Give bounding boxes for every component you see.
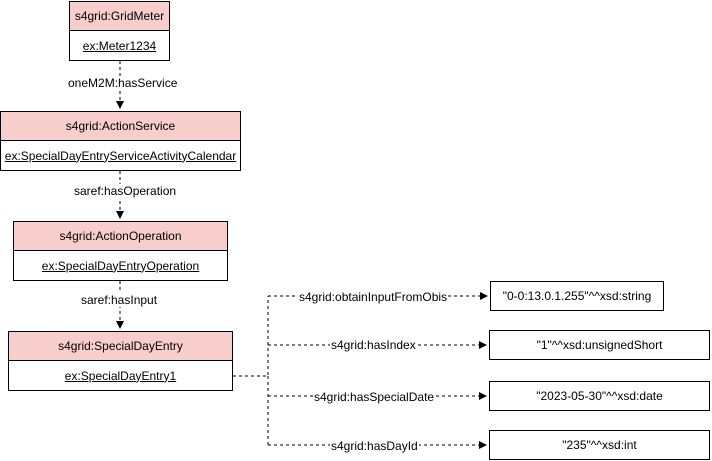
edge-trunk	[233, 296, 269, 445]
label-has-day-id: s4grid:hasDayId	[330, 439, 419, 453]
node-grid-meter: s4grid:GridMeter ex:Meter1234	[69, 1, 170, 61]
label-has-input: saref:hasInput	[80, 293, 159, 307]
literal-day-id: "235"^^xsd:int	[489, 430, 710, 460]
label-has-operation: saref:hasOperation	[73, 184, 178, 198]
class-label: s4grid:ActionService	[1, 112, 240, 141]
literal-special-date: "2023-05-30"^^xsd:date	[489, 381, 710, 411]
label-obtain-input-from-obis: s4grid:obtainInputFromObis	[298, 290, 449, 304]
instance-label: ex:SpecialDayEntryOperation	[41, 258, 200, 273]
label-has-special-date: s4grid:hasSpecialDate	[313, 390, 436, 404]
node-action-service: s4grid:ActionService ex:SpecialDayEntryS…	[0, 111, 241, 171]
class-label: s4grid:GridMeter	[70, 2, 169, 31]
literal-obis: "0-0:13.0.1.255"^^xsd:string	[490, 281, 664, 311]
instance-label: ex:SpecialDayEntry1	[64, 368, 177, 383]
label-has-service: oneM2M:hasService	[67, 76, 179, 90]
class-label: s4grid:ActionOperation	[14, 222, 227, 251]
instance-label: ex:Meter1234	[82, 38, 157, 53]
literal-index: "1"^^xsd:unsignedShort	[489, 330, 710, 360]
node-special-day-entry: s4grid:SpecialDayEntry ex:SpecialDayEntr…	[8, 331, 233, 391]
label-has-index: s4grid:hasIndex	[330, 338, 417, 352]
instance-label: ex:SpecialDayEntryServiceActivityCalenda…	[4, 148, 237, 163]
class-label: s4grid:SpecialDayEntry	[9, 332, 232, 361]
node-action-operation: s4grid:ActionOperation ex:SpecialDayEntr…	[13, 221, 228, 281]
